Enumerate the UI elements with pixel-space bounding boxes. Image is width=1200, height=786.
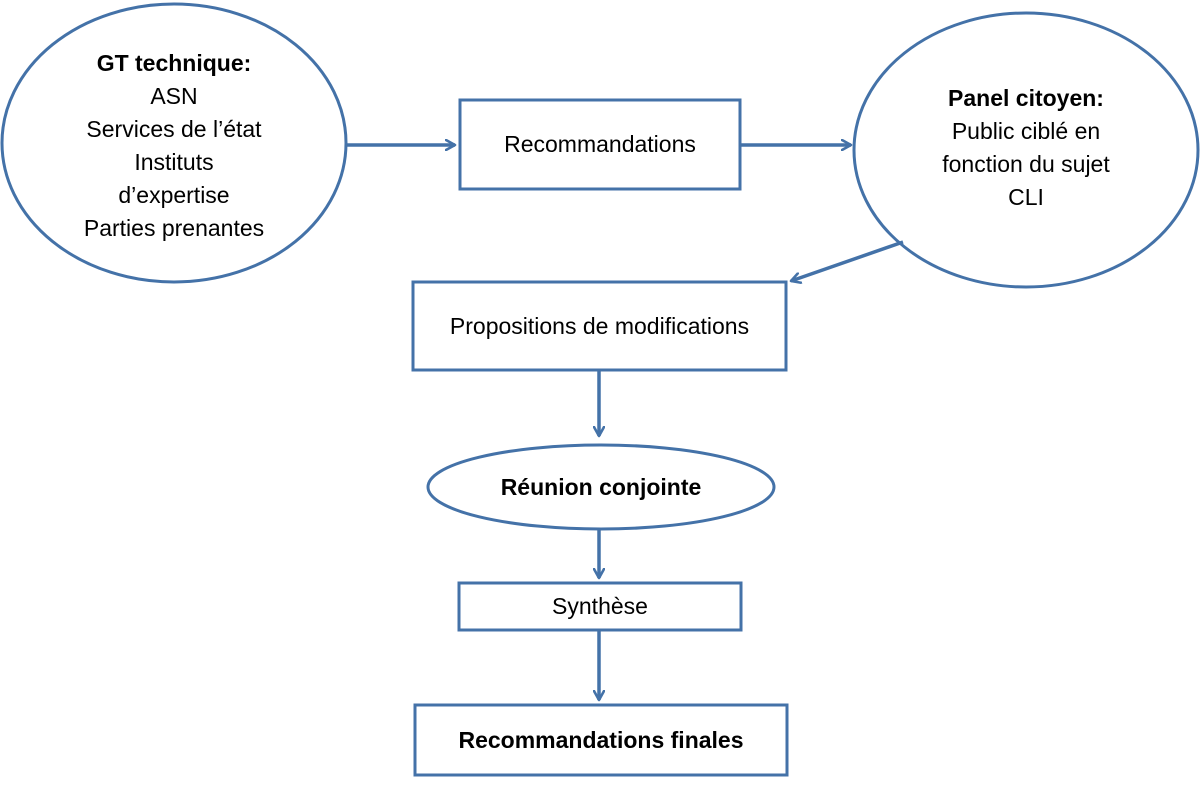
propositions-label: Propositions de modifications [449, 312, 750, 339]
gt-technique-text: GT technique: ASN Services de l’état Ins… [24, 42, 324, 250]
panel-citoyen-line: CLI [1008, 184, 1044, 210]
finales-node [413, 703, 789, 777]
synthese-label: Synthèse [552, 593, 648, 619]
recommandations-node [458, 98, 742, 191]
reunion-label: Réunion conjointe [500, 473, 702, 500]
panel-citoyen-text: Panel citoyen: Public ciblé en fonction … [886, 78, 1166, 218]
gt-technique-line: Instituts [134, 149, 214, 175]
panel-citoyen-title: Panel citoyen: [948, 85, 1104, 111]
gt-technique-line: Services de l’état [86, 116, 262, 142]
synthese-node [457, 581, 743, 632]
finales-label: Recommandations finales [458, 726, 744, 753]
propositions-node [411, 280, 788, 372]
gt-technique-line: Parties prenantes [83, 215, 265, 241]
reunion-node [426, 443, 776, 531]
recommandations-label: Recommandations [504, 131, 696, 157]
gt-technique-line: ASN [150, 83, 198, 109]
panel-citoyen-node [852, 11, 1200, 289]
panel-citoyen-line: Public ciblé en [951, 118, 1101, 144]
panel-citoyen-line: fonction du sujet [942, 151, 1110, 177]
gt-technique-title: GT technique: [96, 50, 252, 76]
arrow-panel-to-propositions [791, 240, 904, 281]
gt-technique-line: d’expertise [118, 182, 230, 208]
gt-technique-node [0, 2, 348, 284]
